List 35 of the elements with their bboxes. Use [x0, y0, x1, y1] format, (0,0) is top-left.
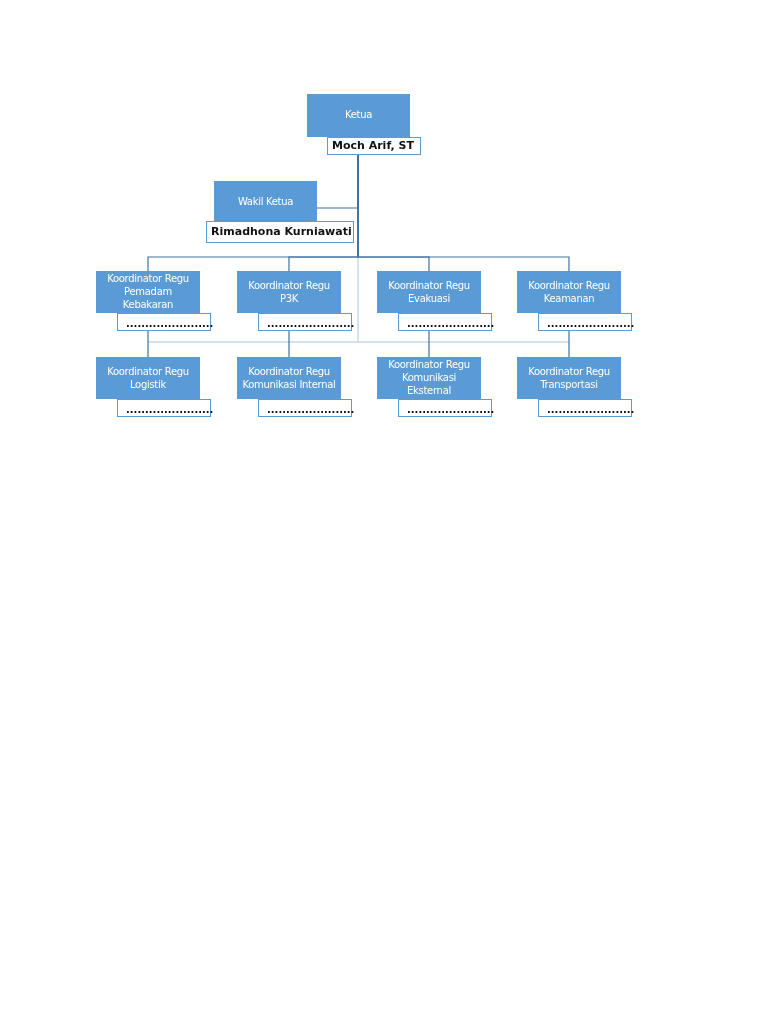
position-box: [377, 357, 481, 399]
name-field: .......................: [117, 313, 211, 331]
position-box: [96, 271, 200, 313]
position-title: Koordinator Regu P3K: [248, 280, 330, 304]
position-title: Koordinator Regu Transportasi: [528, 366, 610, 390]
position-title: Ketua: [344, 109, 373, 120]
connector-line: [357, 154, 570, 272]
position-box: [517, 271, 621, 313]
position-box: [237, 271, 341, 313]
name-field: .......................: [258, 313, 352, 331]
name-field: .......................: [117, 399, 211, 417]
name-field: .......................: [538, 313, 632, 331]
name-field: .......................: [398, 313, 492, 331]
position-title: Koordinator Regu Logistik: [107, 366, 189, 390]
name-field: .......................: [398, 399, 492, 417]
position-box: [237, 357, 341, 399]
position-title: Koordinator Regu Keamanan: [528, 280, 610, 304]
position-title: Wakil Ketua: [237, 196, 294, 207]
connector-line: [568, 330, 570, 358]
position-title: Koordinator Regu Pemadam Kebakaran: [107, 273, 189, 310]
position-box: [96, 357, 200, 399]
position-box: [377, 271, 481, 313]
position-box: [214, 181, 317, 221]
position-title: Koordinator Regu Evakuasi: [388, 280, 470, 304]
position-box: [307, 94, 410, 137]
position-box: [517, 357, 621, 399]
connector-line: [428, 330, 430, 358]
position-title: Koordinator Regu Komunikasi Eksternal: [388, 359, 470, 396]
name-field: Rimadhona Kurniawati: [206, 221, 354, 243]
position-title: Koordinator Regu Komunikasi Internal: [242, 366, 336, 390]
name-field: .......................: [258, 399, 352, 417]
name-field: Moch Arif, ST: [327, 137, 421, 155]
name-field: .......................: [538, 399, 632, 417]
connector-line: [288, 330, 290, 358]
connector-line: [147, 330, 149, 358]
